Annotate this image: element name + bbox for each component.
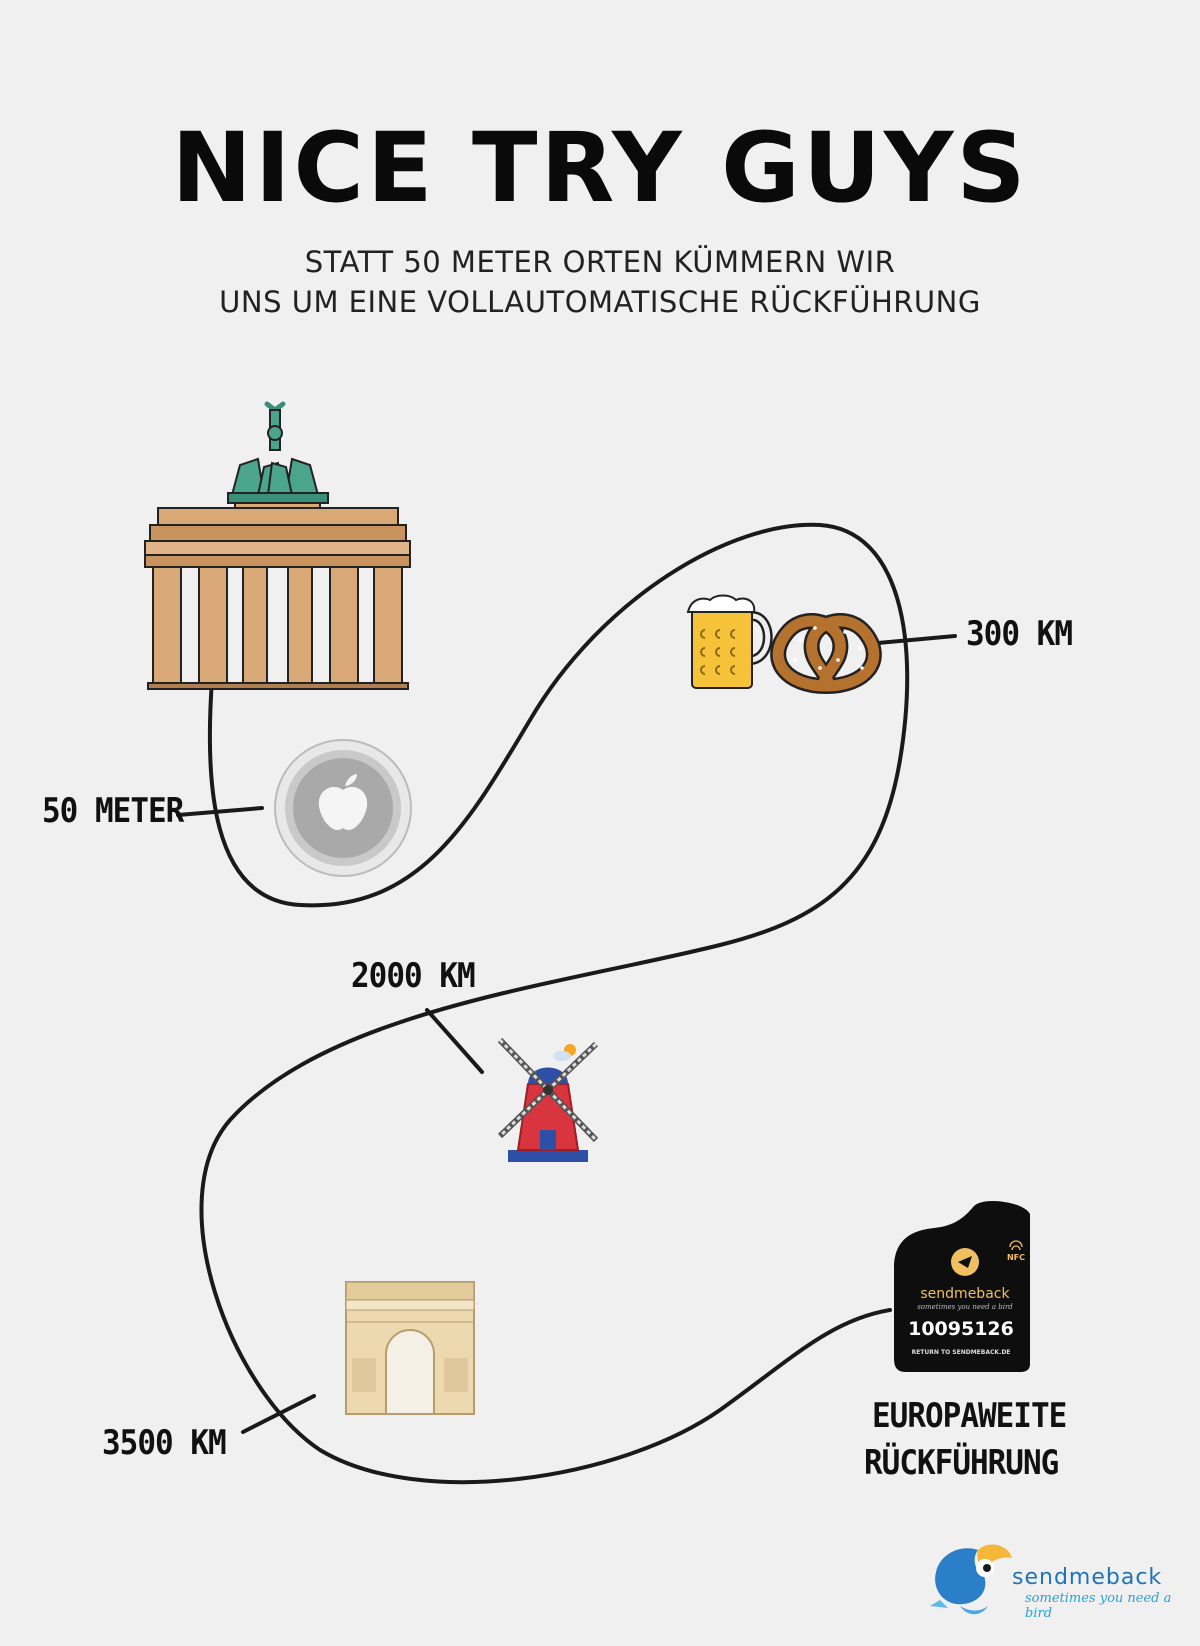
tag-return-text: RETURN TO SENDMEBACK.DE [912, 1349, 1011, 1356]
leader-3500km [241, 1394, 316, 1434]
windmill-icon [497, 1037, 599, 1162]
leader-2000km [425, 1008, 484, 1074]
tag-number: 10095126 [908, 1318, 1014, 1340]
label-2000-km: 2000 KM [351, 956, 476, 996]
label-300-km: 300 KM [966, 614, 1073, 654]
sendmeback-bird-logo-icon [930, 1544, 1012, 1615]
leader-50m [176, 806, 264, 817]
brandenburg-gate-icon [144, 401, 411, 690]
beer-mug-icon [686, 594, 773, 689]
label-europe-line-1: EUROPAWEITE [872, 1396, 1067, 1436]
tag-nfc: NFC [1007, 1253, 1025, 1262]
route-path [199, 522, 910, 1485]
page-title: NICE TRY GUYS [171, 112, 1029, 224]
tag-tagline: sometimes you need a bird [917, 1303, 1013, 1311]
sendmeback-tag-icon: sendmeback sometimes you need a bird NFC… [894, 1200, 1030, 1372]
footer-tagline: sometimes you need a bird [1025, 1591, 1172, 1621]
subtitle-line-1: STATT 50 METER ORTEN KÜMMERN WIR [304, 245, 896, 279]
arc-de-triomphe-icon [345, 1281, 475, 1415]
label-3500-km: 3500 KM [102, 1423, 227, 1463]
pretzel-icon [770, 613, 882, 694]
label-50-meter: 50 METER [42, 791, 184, 831]
subtitle-line-2: UNS UM EINE VOLLAUTOMATISCHE RÜCKFÜHRUNG [219, 285, 981, 319]
label-europe-line-2: RÜCKFÜHRUNG [864, 1443, 1059, 1483]
tag-brand: sendmeback [920, 1286, 1010, 1302]
leader-300km [876, 634, 957, 645]
airtag-icon [274, 739, 412, 877]
footer-brand: sendmeback [1012, 1565, 1163, 1590]
